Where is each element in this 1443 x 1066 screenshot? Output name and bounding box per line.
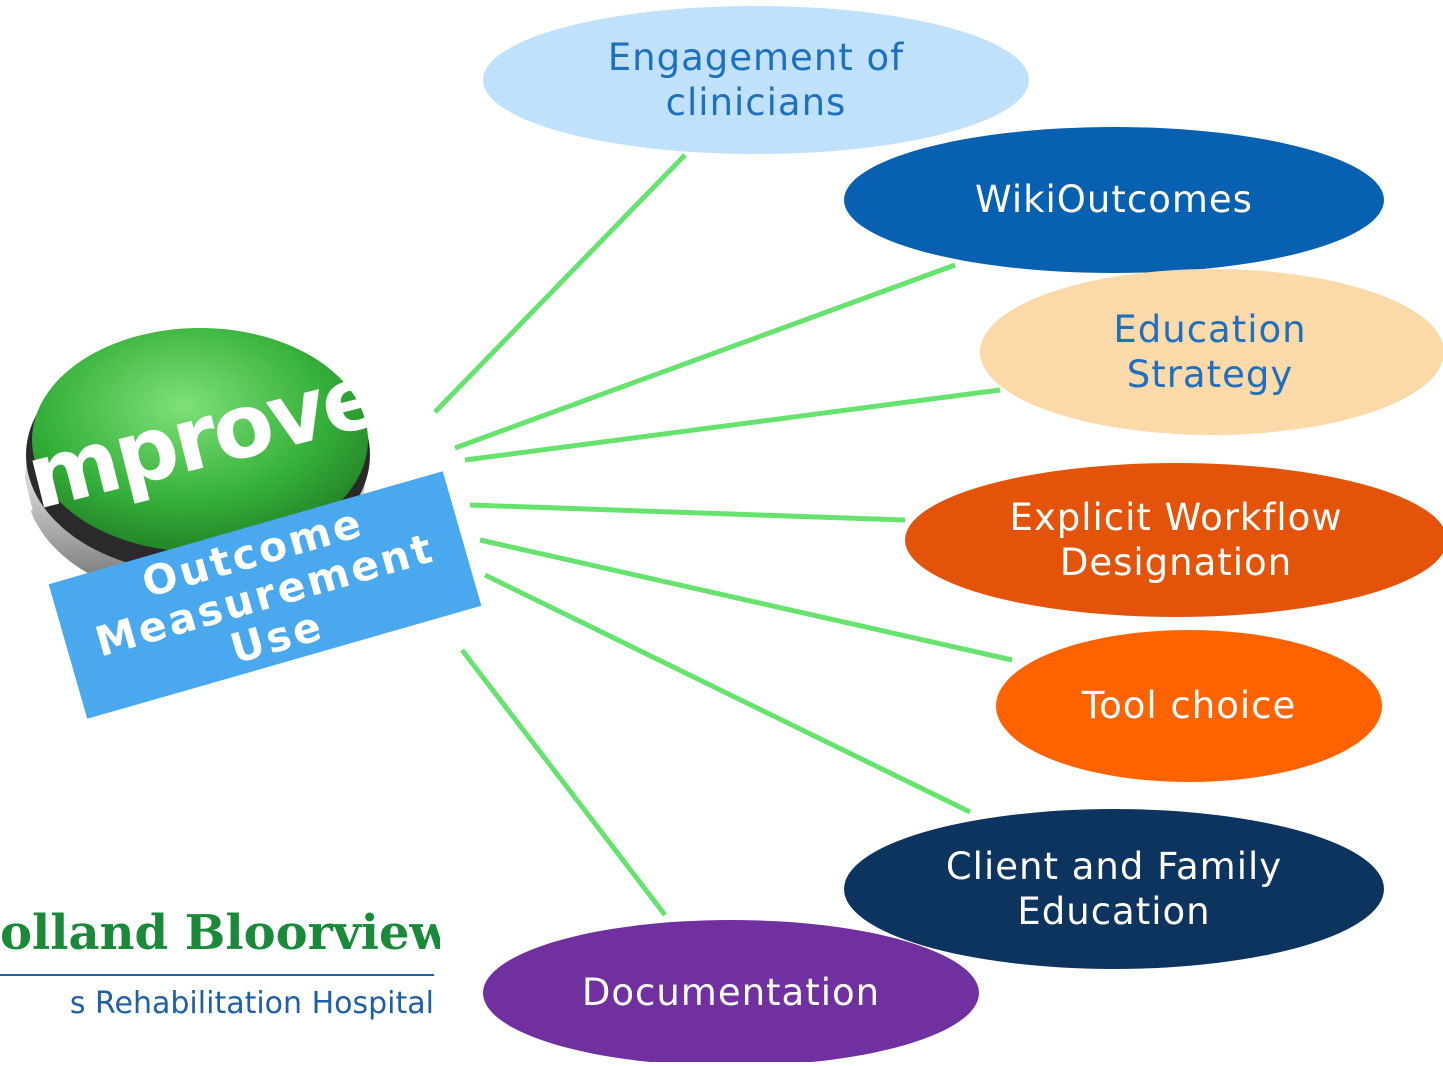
node-education-strategy — [980, 269, 1443, 435]
improve-button-image: improve — [0, 328, 389, 600]
connectors — [433, 153, 1013, 917]
logo-divider — [0, 974, 434, 976]
node-documentation — [483, 920, 979, 1062]
connector-wikioutcomes — [454, 262, 956, 451]
connector-explicit-workflow — [469, 502, 906, 523]
logo-tagline: s Rehabilitation Hospital — [69, 986, 434, 1021]
node-engagement — [483, 6, 1029, 154]
node-explicit-workflow — [905, 463, 1443, 617]
connector-tool-choice — [479, 537, 1013, 663]
center-box — [48, 471, 482, 719]
connector-client-family — [483, 572, 972, 815]
connector-documentation — [460, 648, 667, 917]
connector-education-strategy — [464, 387, 1001, 463]
node-tool-choice — [996, 630, 1382, 782]
node-client-family — [844, 809, 1384, 969]
nodes — [483, 6, 1443, 1062]
logo-name: olland Bloorview — [0, 905, 440, 961]
connector-engagement — [433, 153, 687, 414]
node-wikioutcomes — [844, 127, 1384, 273]
